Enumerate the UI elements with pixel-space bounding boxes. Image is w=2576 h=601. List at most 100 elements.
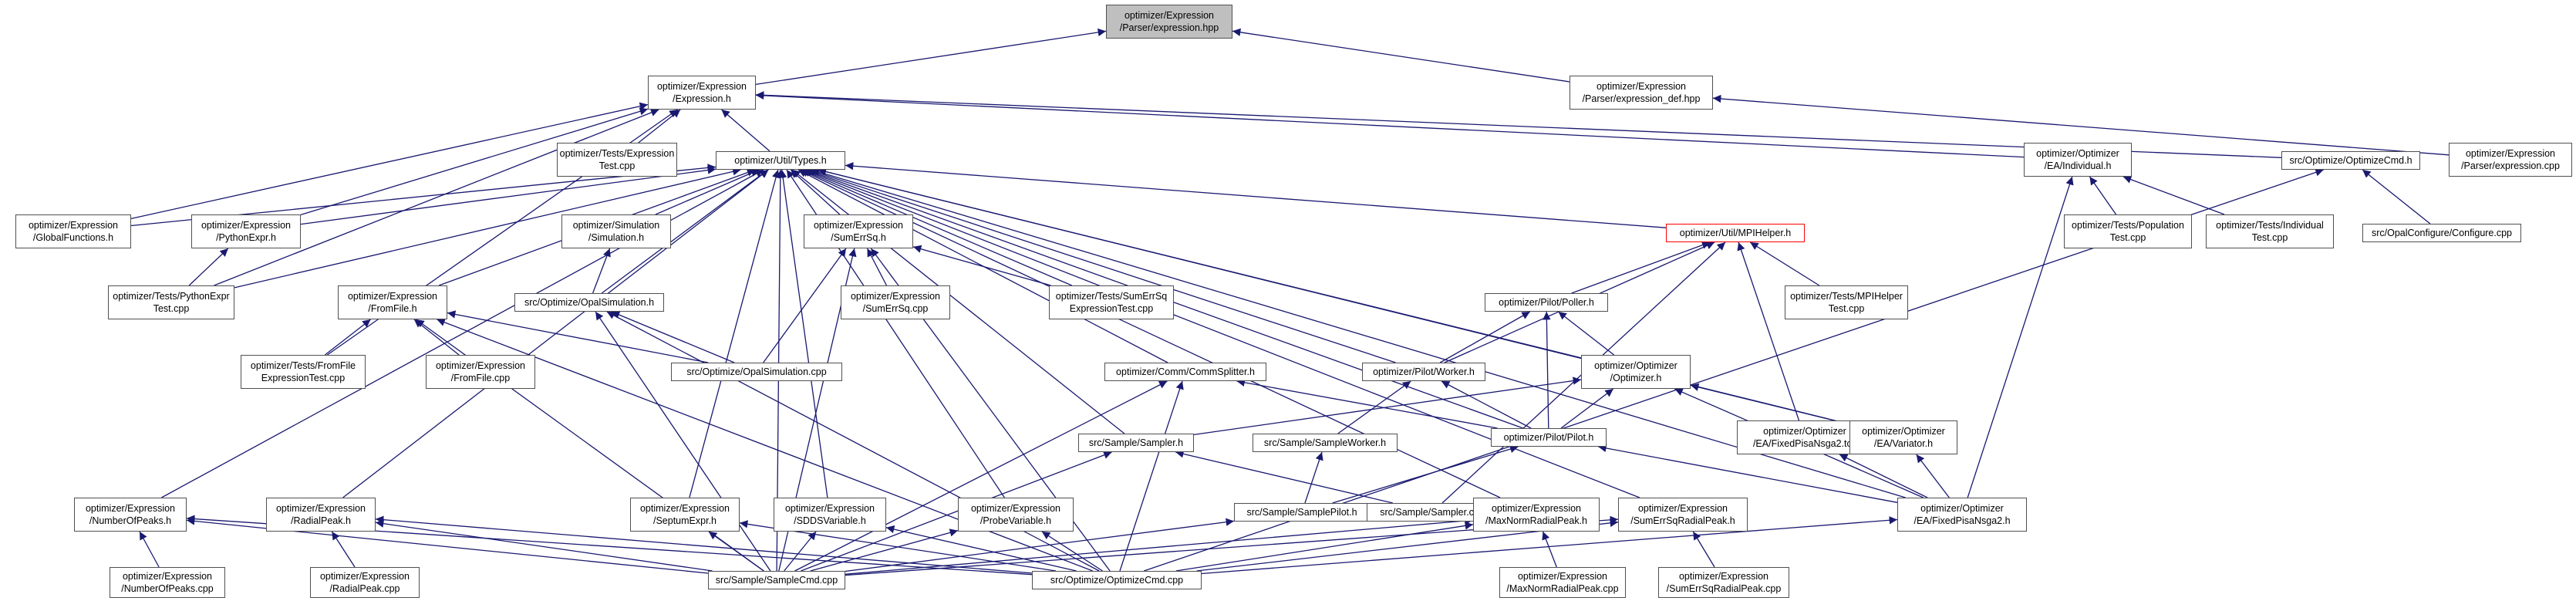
node-fromfile-h[interactable]: optimizer/Expression/FromFile.h xyxy=(338,285,447,319)
node-label-line: optimizer/Comm/CommSplitter.h xyxy=(1116,366,1255,377)
node-sumerrsqradialpeak-h[interactable]: optimizer/Expression/SumErrSqRadialPeak.… xyxy=(1618,498,1748,532)
node-optimizecmd-cpp[interactable]: src/Optimize/OptimizeCmd.cpp xyxy=(1032,571,1202,589)
node-fromfile-cpp[interactable]: optimizer/Expression/FromFile.cpp xyxy=(426,355,535,389)
node-probevariable-h[interactable]: optimizer/Expression/ProbeVariable.h xyxy=(958,498,1074,532)
node-sumerrsq-h[interactable]: optimizer/Expression/SumErrSq.h xyxy=(804,214,913,248)
edge-worker_h-to-poller_h xyxy=(1439,311,1531,363)
node-poller-h[interactable]: optimizer/Pilot/Poller.h xyxy=(1485,293,1608,312)
node-label-line: /Parser/expression_def.hpp xyxy=(1582,93,1701,104)
node-label-line: /NumberOfPeaks.h xyxy=(89,515,172,526)
node-label-line: optimizer/Expression xyxy=(784,503,875,514)
node-opalsimulation-cpp[interactable]: src/Optimize/OpalSimulation.cpp xyxy=(671,363,842,381)
edge-expression_cpp-to-expression_def_hpp xyxy=(1712,94,2450,156)
edge-numberofpeaks_cpp-to-numberofpeaks_h xyxy=(139,531,160,568)
node-label-line: optimizer/Tests/SumErrSq xyxy=(1055,291,1168,302)
node-util-types-h[interactable]: optimizer/Util/Types.h xyxy=(716,151,845,170)
node-expression-def-hpp[interactable]: optimizer/Expression/Parser/expression_d… xyxy=(1570,76,1713,110)
node-numberofpeaks-h[interactable]: optimizer/Expression/NumberOfPeaks.h xyxy=(74,498,187,532)
edge-fixedpisansga2_h-to-variator_h xyxy=(1916,454,1950,498)
edge-tests_expression_test-to-expression_h xyxy=(638,109,681,143)
node-septumexpr-h[interactable]: optimizer/Expression/SeptumExpr.h xyxy=(630,498,740,532)
node-opalsimulation-h[interactable]: src/Optimize/OpalSimulation.h xyxy=(514,293,664,312)
node-numberofpeaks-cpp[interactable]: optimizer/Expression/NumberOfPeaks.cpp xyxy=(110,567,225,598)
node-commsplitter-h[interactable]: optimizer/Comm/CommSplitter.h xyxy=(1104,363,1266,381)
node-label-line: optimizer/Optimizer xyxy=(2036,148,2119,159)
node-sumerrsq-cpp[interactable]: optimizer/Expression/SumErrSq.cpp xyxy=(841,285,950,319)
node-pythonexpr-h[interactable]: optimizer/Expression/PythonExpr.h xyxy=(191,214,301,248)
edge-optimizecmd_cpp-to-probevariable_h xyxy=(1041,531,1103,572)
node-label-line: optimizer/Expression xyxy=(1124,10,1214,21)
node-variator-h[interactable]: optimizer/Optimizer/EA/Variator.h xyxy=(1849,420,1957,454)
edge-optimizecmd_cpp-to-opalsimulation_h xyxy=(606,311,1100,572)
node-fixedpisansga2-h[interactable]: optimizer/Optimizer/EA/FixedPisaNsga2.h xyxy=(1897,498,2027,532)
node-globalfunctions-h[interactable]: optimizer/Expression/GlobalFunctions.h xyxy=(15,214,131,248)
node-label-line: src/Sample/SamplePilot.h xyxy=(1246,507,1357,518)
edge-fixedpisansga2_tcc-to-mpihelper_h xyxy=(1737,241,1800,421)
node-radialpeak-cpp[interactable]: optimizer/Expression/RadialPeak.cpp xyxy=(310,567,420,598)
node-optimizer-h[interactable]: optimizer/Optimizer/Optimizer.h xyxy=(1581,355,1691,389)
edge-samplecmd_cpp-to-sampler_h xyxy=(801,451,1112,572)
node-expression-h[interactable]: optimizer/Expression/Expression.h xyxy=(648,76,756,110)
node-label-line: /EA/FixedPisaNsga2.tcc xyxy=(1752,438,1857,449)
node-label-line: optimizer/Expression xyxy=(275,503,366,514)
node-label-line: src/OpalConfigure/Configure.cpp xyxy=(2371,228,2513,238)
node-label-line: optimizer/Tests/FromFile xyxy=(250,360,356,371)
node-pilot-h[interactable]: optimizer/Pilot/Pilot.h xyxy=(1491,428,1607,447)
node-sumerrsqradialpeak-cpp[interactable]: optimizer/Expression/SumErrSqRadialPeak.… xyxy=(1658,567,1789,598)
node-samplepilot-h[interactable]: src/Sample/SamplePilot.h xyxy=(1234,503,1370,522)
edge-sumerrsqradialpeak_cpp-to-sumerrsqradialpeak_h xyxy=(1692,531,1715,568)
node-label-line: src/Sample/Sampler.cpp xyxy=(1380,507,1485,518)
node-maxnormradialpeak-cpp[interactable]: optimizer/Expression/MaxNormRadialPeak.c… xyxy=(1499,567,1626,598)
edge-tests_sumerrsq-to-util_types_h xyxy=(801,169,1072,286)
edge-pythonexpr_h-to-expression_h xyxy=(300,107,649,216)
node-label-line: optimizer/Optimizer xyxy=(1763,426,1846,437)
node-label-line: optimizer/Pilot/Poller.h xyxy=(1499,297,1594,308)
node-label-line: optimizer/Pilot/Pilot.h xyxy=(1503,432,1594,443)
node-ea-individual-h[interactable]: optimizer/Optimizer/EA/Individual.h xyxy=(2024,143,2132,177)
node-optimizecmd-h[interactable]: src/Optimize/OptimizeCmd.h xyxy=(2281,151,2420,170)
node-label-line: optimizer/Expression xyxy=(201,220,291,231)
node-label-line: optimizer/Expression xyxy=(1596,81,1686,92)
node-label-line: /MaxNormRadialPeak.cpp xyxy=(1506,583,1619,594)
node-label-line: optimizer/Expression xyxy=(435,360,525,371)
edge-opalsimulation_cpp-to-opalsimulation_h xyxy=(611,311,735,363)
node-label-line: src/Optimize/OpalSimulation.cpp xyxy=(686,366,827,377)
node-label-line: /MaxNormRadialPeak.h xyxy=(1485,515,1587,526)
edge-tests_mpihelper-to-mpihelper_h xyxy=(1749,241,1820,286)
node-sddsvariable-h[interactable]: optimizer/Expression/SDDSVariable.h xyxy=(774,498,886,532)
edge-samplecmd_cpp-to-samplepilot_h xyxy=(845,518,1235,572)
node-radialpeak-h[interactable]: optimizer/Expression/RadialPeak.h xyxy=(266,498,376,532)
node-label-line: optimizer/Expression xyxy=(28,220,118,231)
node-label-line: optimizer/Tests/PythonExpr xyxy=(113,291,230,302)
node-label-line: Test.cpp xyxy=(2109,232,2146,243)
edge-expression_def_hpp-to-expression_hpp xyxy=(1232,28,1570,83)
edge-fixedpisansga2_h-to-ea_individual_h xyxy=(1967,176,2074,498)
node-label-line: optimizer/Expression xyxy=(347,291,437,302)
node-expression-hpp: optimizer/Expression/Parser/expression.h… xyxy=(1106,5,1232,39)
edge-optimizecmd_cpp-to-fixedpisansga2_h xyxy=(1201,516,1898,575)
node-opalconfigure[interactable]: src/OpalConfigure/Configure.cpp xyxy=(2362,224,2521,242)
edge-pilot_h-to-commsplitter_h xyxy=(1236,378,1498,429)
node-worker-h[interactable]: optimizer/Pilot/Worker.h xyxy=(1362,363,1485,381)
edge-pilot_h-to-poller_h xyxy=(1543,311,1551,429)
edge-optimizecmd_cpp-to-commsplitter_h xyxy=(1119,380,1184,572)
edge-samplecmd_cpp-to-sddsvariable_h xyxy=(784,531,817,572)
node-sampleworker-h[interactable]: src/Sample/SampleWorker.h xyxy=(1253,434,1398,452)
node-mpihelper-h[interactable]: optimizer/Util/MPIHelper.h xyxy=(1666,224,1805,242)
node-expression-cpp[interactable]: optimizer/Expression/Parser/expression.c… xyxy=(2449,143,2572,177)
node-label-line: /Parser/expression.hpp xyxy=(1119,22,1219,33)
node-sampler-h[interactable]: src/Sample/Sampler.h xyxy=(1078,434,1194,452)
edge-variator_h-to-optimizer_h xyxy=(1690,383,1850,425)
node-samplecmd-cpp[interactable]: src/Sample/SampleCmd.cpp xyxy=(708,571,845,589)
node-simulation-h[interactable]: optimizer/Simulation/Simulation.h xyxy=(561,214,671,248)
node-maxnormradialpeak-h[interactable]: optimizer/Expression/MaxNormRadialPeak.h xyxy=(1473,498,1600,532)
edge-util_types_h-to-expression_h xyxy=(721,109,770,152)
node-label-line: ExpressionTest.cpp xyxy=(261,373,346,383)
